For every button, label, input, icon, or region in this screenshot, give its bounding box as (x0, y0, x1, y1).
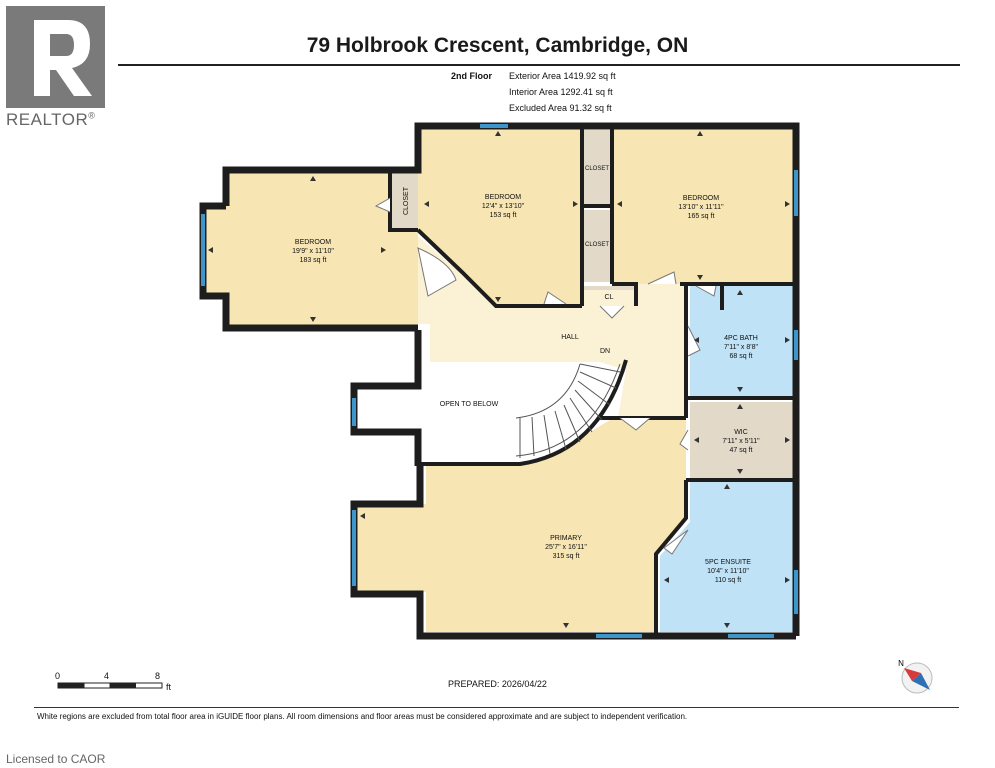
compass-north-label: N (898, 659, 904, 668)
title-divider (118, 64, 960, 66)
door-primary (619, 417, 651, 431)
prepared-date: PREPARED: 2026/04/22 (448, 679, 547, 689)
door-bedroom-east (647, 271, 677, 285)
bath-area: 68 sq ft (730, 353, 753, 360)
page-title: 79 Holbrook Crescent, Cambridge, ON (306, 34, 689, 57)
open-to-below-label: OPEN TO BELOW (440, 401, 499, 408)
door-closet-west (374, 197, 391, 213)
wall-closet-west (388, 172, 418, 232)
primary-area: 315 sq ft (553, 553, 580, 560)
door-ensuite (663, 529, 689, 555)
scale-label-0: 0 (55, 671, 61, 681)
exterior-area: Exterior Area 1419.92 sq ft (509, 71, 616, 81)
windows (201, 124, 798, 638)
closet-west-label: CLOSET (403, 186, 410, 215)
primary-dims: 25'7" x 16'11" (545, 544, 587, 551)
closet-east-top-label: CLOSET (585, 166, 609, 172)
scale-bar (57, 682, 163, 689)
bedroom-west-area: 183 sq ft (300, 257, 327, 264)
wic-dims: 7'11" x 5'11" (722, 438, 760, 445)
realtor-logo-text: REALTOR® (6, 110, 96, 129)
bedroom-west-fill (203, 172, 418, 326)
bedroom-east-dims: 13'10" x 11'11" (678, 204, 724, 211)
closet-east-bottom-label: CLOSET (585, 242, 609, 248)
hall-fill (418, 236, 686, 418)
scale-label-4: 4 (104, 671, 110, 681)
wic-area: 47 sq ft (730, 447, 753, 454)
bath-dims: 7'11" x 8'8" (724, 344, 758, 351)
bedroom-middle-name: BEDROOM (485, 194, 521, 201)
door-bath-west (687, 325, 701, 357)
bedroom-east-area: 165 sq ft (688, 213, 715, 220)
stair-inner (515, 363, 581, 419)
primary-fill (356, 420, 686, 632)
ensuite-fill (660, 482, 794, 632)
wic-fill (690, 402, 794, 478)
outer-wall-north-west (199, 202, 418, 332)
closet-middle-top-fill (582, 130, 612, 204)
bedroom-middle-dims: 12'4" x 13'10" (482, 203, 525, 210)
wall-cl (612, 282, 638, 306)
bedroom-east-fill (612, 126, 794, 284)
footer-divider (34, 707, 959, 708)
door-hall-closet (599, 305, 625, 319)
disclaimer-text: White regions are excluded from total fl… (37, 712, 688, 721)
licensed-watermark: Licensed to CAOR (6, 752, 106, 766)
realtor-r-icon (6, 6, 105, 108)
staircase (515, 363, 621, 458)
floor-label: 2nd Floor (451, 71, 492, 81)
open-to-below-fill (356, 362, 600, 460)
door-bath (695, 285, 717, 297)
hall-label: HALL (561, 334, 579, 341)
stair-outer (515, 363, 621, 457)
outer-wall-south (350, 466, 796, 640)
dn-label: DN (600, 348, 610, 355)
bedroom-east-name: BEDROOM (683, 195, 719, 202)
closet-middle-bottom-fill (582, 210, 612, 282)
bedroom-west-name: BEDROOM (295, 239, 331, 246)
bedroom-middle-fill (418, 126, 582, 306)
realtor-logo (6, 6, 105, 108)
primary-name: PRIMARY (550, 535, 582, 542)
ensuite-dims: 10'4" x 11'10" (707, 568, 749, 575)
scale-label-8: 8 (155, 671, 161, 681)
interior-walls (388, 126, 796, 636)
door-wic (679, 429, 689, 451)
excluded-area: Excluded Area 91.32 sq ft (509, 103, 612, 113)
doors (374, 197, 717, 555)
wall-bedroom-middle-diagonal (416, 228, 582, 308)
scale-unit: ft (166, 682, 172, 692)
interior-area: Interior Area 1292.41 sq ft (509, 87, 613, 97)
wall-stair-curve (420, 359, 628, 466)
cl-label: CL (605, 294, 614, 301)
wic-name: WIC (734, 429, 748, 436)
bedroom-west-dims: 19'9" x 11'10" (292, 248, 334, 255)
wall-ensuite-west (654, 480, 688, 636)
door-bedroom-west (417, 247, 457, 297)
bath-name: 4PC BATH (724, 335, 758, 342)
ensuite-name: 5PC ENSUITE (705, 559, 751, 566)
bath-fill (690, 286, 794, 396)
ensuite-area: 110 sq ft (715, 577, 741, 584)
bedroom-middle-area: 153 sq ft (490, 212, 517, 219)
closet-west-fill (390, 172, 418, 230)
dimension-arrows (208, 131, 790, 628)
compass-icon: N (898, 659, 933, 694)
door-bedroom-middle (543, 291, 567, 305)
